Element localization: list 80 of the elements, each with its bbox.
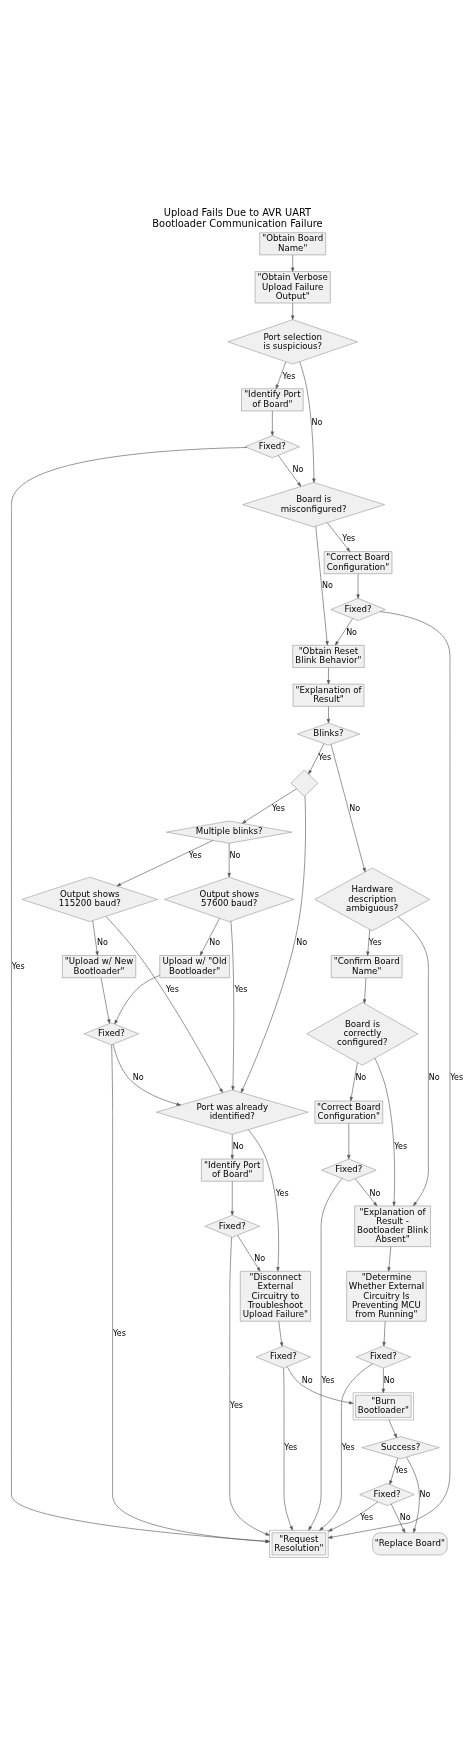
node-diamond: Board is correctly configured? [306,1001,418,1066]
arrow [374,1057,396,1206]
arrow [362,977,366,1004]
arrow [307,1177,342,1530]
diagram-title: Upload Fails Due to AVR UART Bootloader Communication Failure [151,206,323,229]
node-box: "Identify Port of Board" [200,1158,263,1182]
arrow [286,1365,353,1404]
arrow [365,928,370,956]
arrow [277,1320,283,1347]
node-box: "Explanation of Result" [292,683,364,707]
arrow [354,1178,377,1206]
node-box: "Confirm Board Name" [330,954,402,978]
arrow [247,1129,280,1271]
arrow [199,917,220,956]
node-diamond: Fixed? [244,434,300,458]
arrow [277,454,301,487]
arrow [349,1061,358,1101]
arrow [270,410,274,436]
arrow [290,254,294,272]
node-box: "Correct Board Configuration" [314,1100,383,1124]
node-diamond: Fixed? [320,1158,376,1182]
node-box: "Replace Board" [371,1531,447,1555]
arrow [355,573,360,599]
node-box: "Obtain Board Name" [258,231,326,255]
arrow [240,795,306,1093]
arrow [390,1503,405,1533]
node-box: "Determine Whether External Circuitry Is Preventing MCU from Running" [345,1270,427,1322]
arrow [298,361,315,483]
arrow [381,1367,385,1393]
arrow [282,1367,293,1530]
arrow [388,1457,398,1485]
arrow [229,1236,270,1536]
arrow [105,915,223,1093]
arrow [397,916,429,1206]
node-diamond: Fixed? [329,597,386,621]
arrow [327,1501,378,1531]
arrow [230,1133,234,1159]
node-box: "Disconnect External Circuitry to Troubleshoot Upload Failure" [239,1270,311,1322]
arrow [114,974,160,1024]
arrow [10,446,270,1543]
node-box: "Correct Board Configuration" [323,550,392,574]
node-diamond: Fixed? [204,1214,260,1238]
node-diamond: Fixed? [255,1345,311,1368]
arrow [227,842,231,877]
arrow [290,302,294,320]
arrow [236,1234,260,1271]
node-diamond: Fixed? [355,1345,411,1368]
arrow [382,1320,386,1346]
node-box: "Explanation of Result - Bootloader Blink Absent" [353,1205,431,1247]
arrow [241,787,297,823]
arrow [314,525,329,645]
arrow [91,919,99,956]
arrow [334,617,353,645]
node-diamond: Blinks? [296,722,360,745]
arrow [386,1245,391,1271]
arrow [330,743,366,872]
arrow [388,1419,397,1438]
arrow [112,1043,181,1106]
node-box: "Identify Port of Board" [240,387,303,411]
arrow [405,1456,420,1533]
node-box: Upload w/ "Old Bootloader" [159,954,230,978]
arrow [346,1122,350,1159]
arrow [275,361,286,389]
arrow [110,1044,270,1543]
node-box: "Obtain Verbose Upload Failure Output" [254,270,331,303]
arrow [100,977,110,1024]
arrow [326,666,330,684]
arrow [307,742,324,774]
arrow [230,1180,234,1215]
arrow [326,521,350,552]
node-diamond: Port selection is suspicious? [227,318,358,364]
arrow [230,920,235,1090]
node-box: "Upload w/ New Bootloader" [61,954,136,978]
node-diamond: Output shows 115200 baud? [21,876,158,922]
arrow [116,839,213,886]
node-box: "Obtain Reset Blink Behavior" [291,644,365,668]
arrow [318,1362,373,1531]
arrow [326,705,330,723]
node-diamond: Output shows 57600 baud? [163,876,294,922]
node-diamond: Fixed? [358,1482,415,1506]
